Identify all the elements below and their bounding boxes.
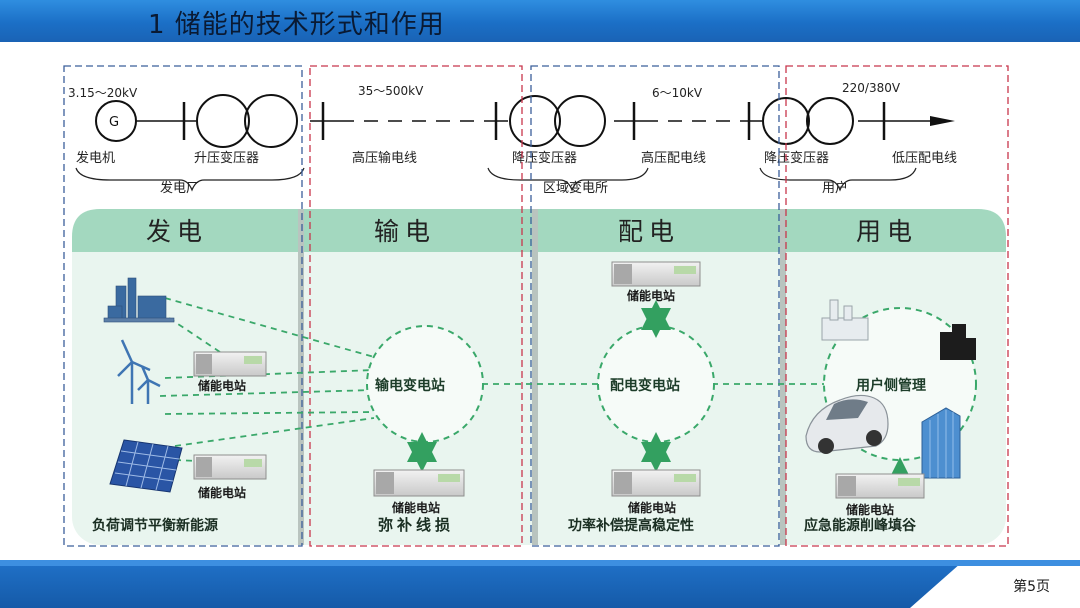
wind-turbine-icon (117, 339, 161, 404)
office-tower-icon (921, 407, 961, 479)
storage-station-label: 储能电站 (627, 288, 675, 303)
label-lv-line: 低压配电线 (892, 151, 957, 166)
user-transformer-symbol (762, 97, 854, 145)
page-title: 1 储能的技术形式和作用 (148, 10, 445, 40)
voltage-label-transmission: 35～500kV (358, 84, 424, 98)
section-header-distribution: 配电 (618, 217, 680, 246)
brace-substation (487, 167, 649, 192)
connection-lines (159, 297, 828, 463)
group-substation: 区域变电所 (543, 180, 608, 196)
transmission-station-label: 输电变电站 (375, 377, 445, 394)
group-user: 用户 (822, 180, 848, 196)
footer-stripe (0, 560, 1080, 566)
function-panel (72, 209, 1006, 545)
label-step-up: 升压变压器 (194, 150, 259, 166)
buildings-icon (940, 324, 976, 360)
section-header-transmission: 输电 (374, 217, 436, 246)
section-header-generation: 发电 (146, 217, 208, 246)
title-bar (0, 0, 1080, 42)
storage-station-label: 储能电站 (628, 500, 676, 515)
label-step-down-1: 降压变压器 (512, 150, 577, 166)
storage-station-label: 储能电站 (846, 502, 894, 517)
user-management-label: 用户侧管理 (856, 377, 926, 394)
step-down-transformer-symbol (509, 95, 606, 147)
electric-car-icon (805, 394, 889, 454)
solar-panel-icon (109, 439, 183, 493)
storage-station-label: 储能电站 (392, 500, 440, 515)
storage-station-label: 储能电站 (198, 378, 246, 393)
storage-station-gen-1: 储能电站 (193, 351, 267, 393)
caption-distribution: 功率补偿提高稳定性 (568, 517, 694, 534)
storage-station-gen-2: 储能电站 (193, 454, 267, 500)
brace-user (759, 167, 917, 192)
page-number: 第5页 (1013, 579, 1050, 595)
caption-transmission: 弥补线损 (378, 516, 454, 534)
section-header-consumption: 用电 (856, 217, 918, 246)
storage-station-label: 储能电站 (198, 485, 246, 500)
voltage-label-gen: 3.15～20kV (68, 86, 138, 100)
label-hv-line: 高压输电线 (352, 150, 417, 166)
caption-consumption: 应急能源削峰填谷 (804, 517, 917, 534)
brace-plant (75, 167, 305, 192)
label-hv-dist-line: 高压配电线 (641, 150, 706, 166)
region-frames (63, 65, 1009, 547)
label-generator: 发电机 (76, 150, 115, 166)
storage-station-transmission: 储能电站 (373, 469, 465, 515)
label-step-down-2: 降压变压器 (764, 150, 829, 166)
storage-station-distribution-bottom: 储能电站 (611, 469, 701, 515)
generator-letter: G (109, 115, 119, 130)
voltage-label-user: 220/380V (842, 81, 901, 95)
storage-station-distribution-top: 储能电站 (611, 261, 701, 303)
step-up-transformer-symbol (196, 94, 298, 148)
group-plant: 发电厂 (160, 180, 199, 196)
footer-bar (0, 566, 1080, 608)
single-line-diagram: 3.15～20kV 35～500kV 6～10kV 220/380V G (68, 81, 957, 196)
power-system-diagram: 3.15～20kV 35～500kV 6～10kV 220/380V G (63, 65, 1009, 547)
voltage-label-distribution: 6～10kV (652, 86, 703, 100)
caption-generation: 负荷调节平衡新能源 (92, 517, 218, 534)
power-plant-icon (103, 277, 175, 323)
storage-station-user: 储能电站 (835, 473, 925, 517)
factory-icon (821, 299, 869, 341)
distribution-station-label: 配电变电站 (610, 377, 680, 394)
